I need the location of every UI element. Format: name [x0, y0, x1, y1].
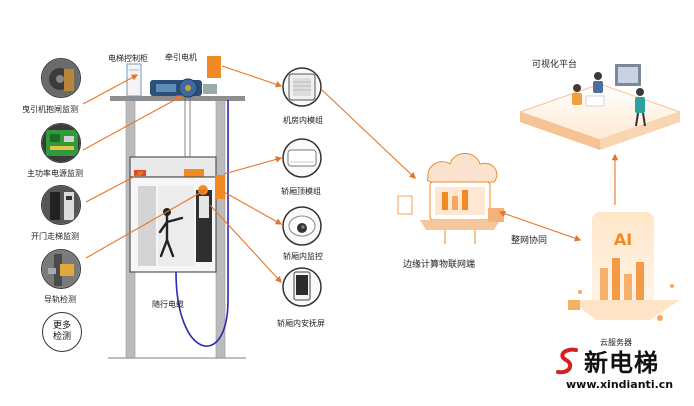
visual-platform-illustration: [518, 64, 682, 150]
guide-rail-photo-icon: [41, 249, 81, 289]
watermark-brand: 新电梯: [584, 349, 659, 377]
power-board-photo-icon: [41, 123, 81, 163]
camera-icon: [282, 206, 322, 246]
ai-cloud-server-illustration: AI: [568, 212, 680, 321]
elevator-car: [129, 156, 217, 273]
svg-text:AI: AI: [614, 230, 632, 249]
left-connectors: [82, 74, 207, 259]
left-label-power: 主功率电源监测: [27, 169, 83, 178]
module-to-gateway-arrow: [321, 89, 416, 179]
cloud-server-label: 云服务器: [600, 338, 632, 347]
watermark-logo-icon: [556, 347, 578, 375]
right-connectors: [209, 65, 283, 283]
machine-room-module-label: 机房内模组: [283, 116, 323, 125]
control-cabinet: [126, 63, 142, 97]
machine-room-module-icon: [282, 67, 322, 107]
tablet-screen-icon: [282, 267, 322, 307]
traveling-cable-label: 随行电缆: [152, 300, 184, 309]
door-sensor-photo-icon: [41, 185, 81, 225]
left-label-door: 开门走梯监测: [31, 232, 79, 241]
car-top-module-label: 轿厢顶模组: [281, 187, 321, 196]
brake-photo-icon: [41, 58, 81, 98]
traction-motor-label: 牵引电机: [165, 53, 197, 62]
visual-platform-label: 可视化平台: [532, 60, 578, 70]
watermark-url: www.xindianti.cn: [566, 378, 674, 391]
more-line2: 检测: [52, 332, 71, 342]
traction-motor: [150, 78, 217, 157]
network-collab-label: 整网协同: [511, 236, 548, 246]
more-checks-button[interactable]: 更多 检测: [42, 312, 82, 352]
traveling-cable: [175, 100, 229, 347]
car-top-module-icon: [282, 138, 322, 178]
more-line1: 更多: [52, 321, 71, 331]
car-top-sensor: [215, 175, 225, 199]
car-screen-label: 轿厢内安抚屏: [277, 319, 325, 328]
car-monitor-label: 轿厢内监控: [283, 252, 323, 261]
edge-gateway-illustration: [397, 153, 504, 244]
control-cabinet-label: 电梯控制柜: [108, 54, 148, 63]
motor-sensor-box: [207, 56, 221, 78]
edge-gateway-label: 边缘计算物联网端: [403, 260, 476, 270]
left-label-rail: 导轨检测: [44, 295, 76, 304]
watermark-logo: [556, 346, 580, 380]
left-label-brake: 曳引机抱闸监测: [22, 105, 78, 114]
network-collab-arrow: [498, 210, 582, 242]
